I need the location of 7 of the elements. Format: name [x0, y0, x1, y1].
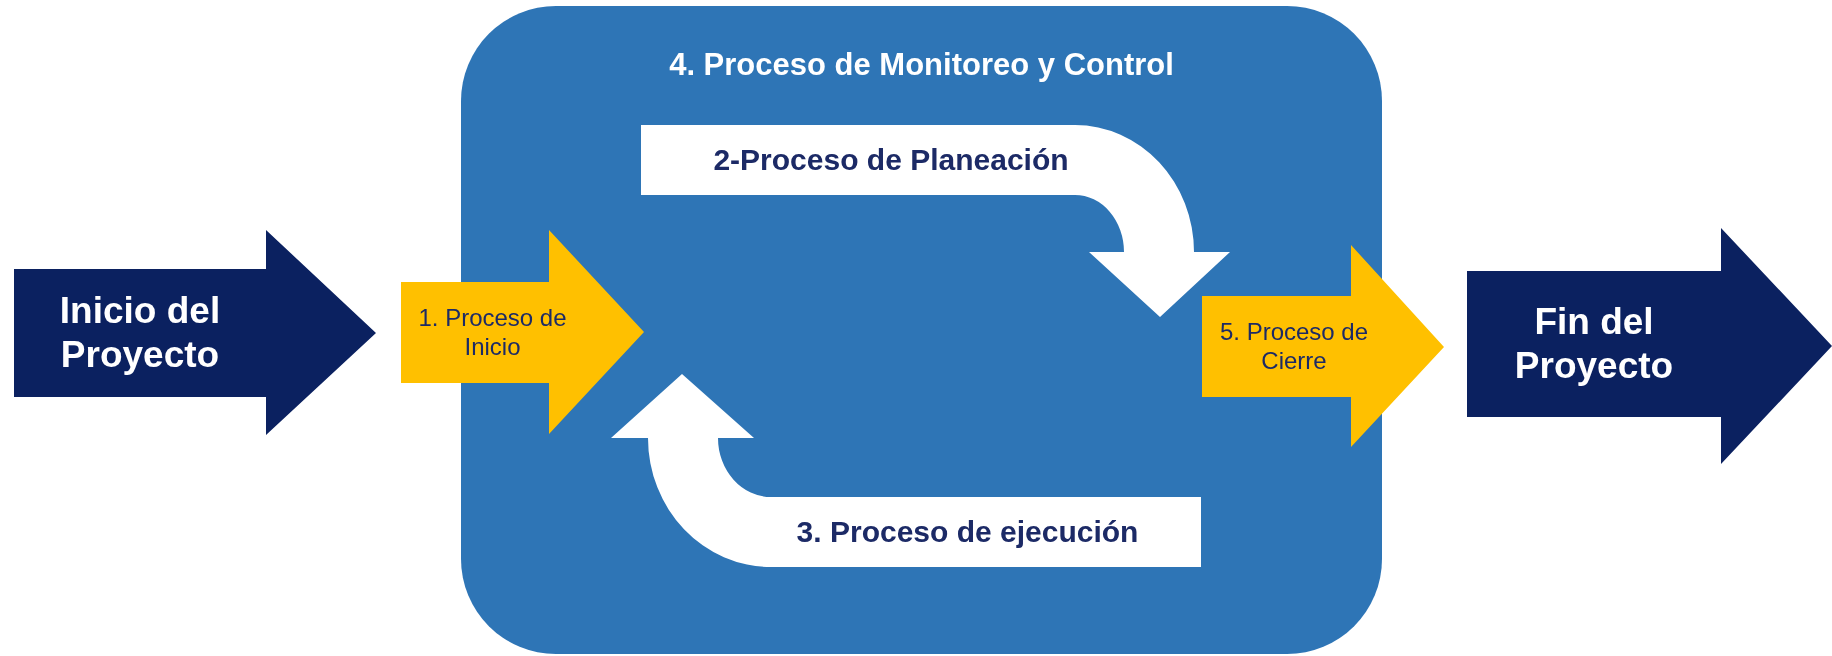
- group-title: 4. Proceso de Monitoreo y Control: [669, 46, 1174, 84]
- node-label: 5. Proceso de Cierre: [1218, 317, 1370, 376]
- node-label: 1. Proceso de Inicio: [417, 303, 568, 362]
- node-label: Fin del Proyecto: [1513, 299, 1675, 388]
- node-label: 3. Proceso de ejecución: [796, 514, 1139, 550]
- node-label: 2-Proceso de Planeación: [713, 142, 1069, 178]
- node-label: Inicio del Proyecto: [58, 288, 222, 377]
